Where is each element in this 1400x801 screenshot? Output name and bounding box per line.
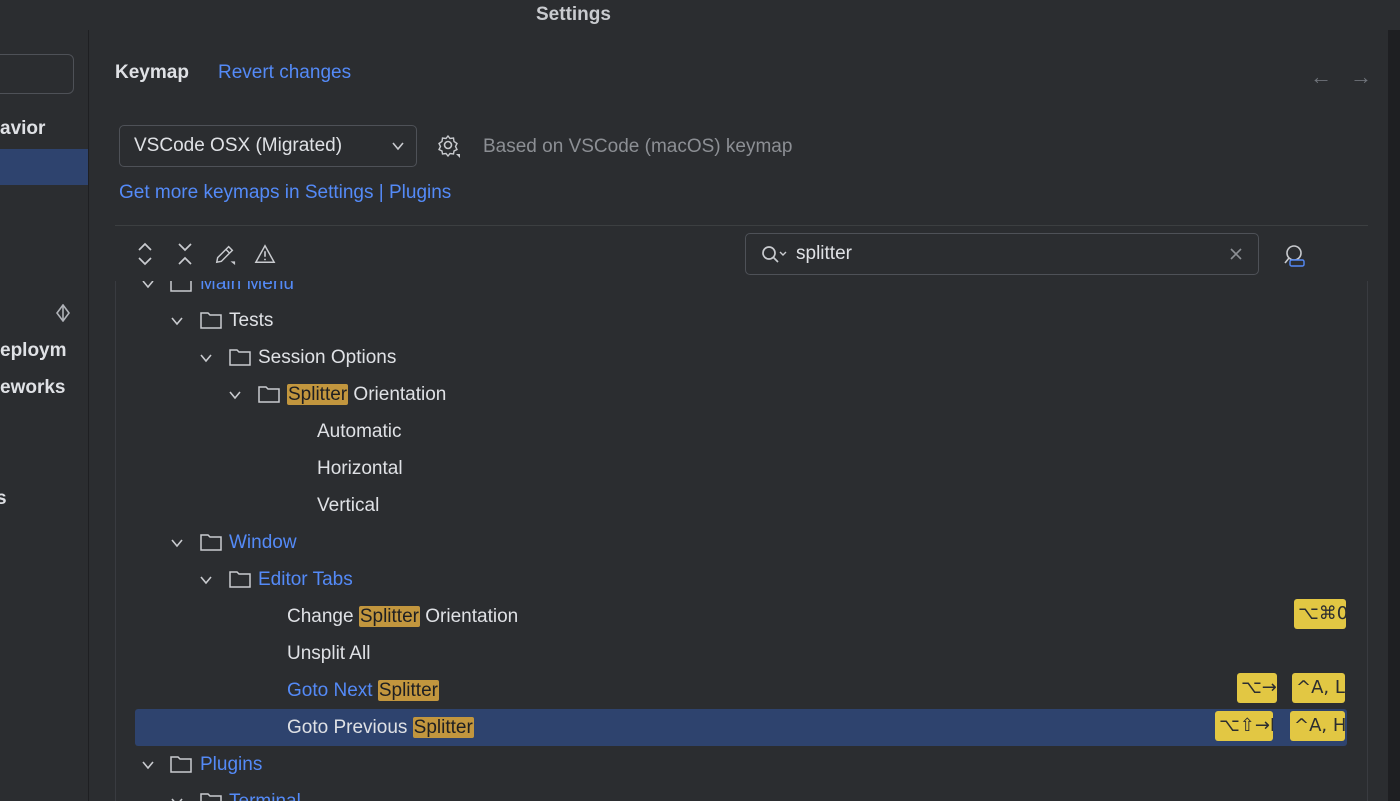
- tree-label: Horizontal: [317, 458, 403, 479]
- folder-icon: [200, 534, 222, 551]
- tree-label: Plugins: [200, 754, 263, 775]
- keymap-action-tree[interactable]: Main Menu Tests Session Options Splitter…: [115, 281, 1368, 801]
- chevron-down-icon[interactable]: [200, 352, 212, 364]
- window-title: Settings: [536, 4, 611, 25]
- keymap-based-on: Based on VSCode (macOS) keymap: [483, 136, 793, 157]
- forward-arrow-icon[interactable]: →: [1350, 64, 1372, 89]
- sidebar-item-keymap-selected[interactable]: [0, 149, 88, 185]
- folder-icon: [229, 349, 251, 366]
- tree-label: Terminal: [229, 791, 301, 801]
- shortcut-badge: ^A, H: [1290, 711, 1345, 741]
- tree-row-splitter-orientation[interactable]: Splitter Orientation: [116, 376, 1367, 413]
- plugin-update-icon: [56, 304, 70, 322]
- tree-label: Automatic: [317, 421, 402, 442]
- keymap-search-field[interactable]: [745, 233, 1259, 275]
- sidebar-item-build-deployment[interactable]: eploym: [0, 340, 67, 361]
- search-match-highlight: Splitter: [377, 680, 439, 701]
- folder-icon: [170, 756, 192, 773]
- tree-row-session-options[interactable]: Session Options: [116, 339, 1367, 376]
- settings-sidebar: avior eploym eworks s: [0, 30, 89, 801]
- tree-label: Editor Tabs: [258, 569, 353, 590]
- shortcut-badge: ^A, L: [1292, 673, 1345, 703]
- tree-row-goto-next-splitter[interactable]: Goto Next Splitter ⌥→I ^A, L: [116, 672, 1367, 709]
- tree-row-main-menu[interactable]: Main Menu: [116, 281, 1367, 302]
- warning-icon[interactable]: [254, 242, 276, 266]
- tree-label: Splitter Orientation: [287, 384, 447, 405]
- tree-label: Goto Previous Splitter: [287, 717, 474, 738]
- sidebar-item-behavior[interactable]: avior: [0, 118, 46, 139]
- tree-label: Main Menu: [200, 281, 294, 294]
- tree-label: Unsplit All: [287, 643, 371, 664]
- tree-label: Change Splitter Orientation: [287, 606, 519, 627]
- close-icon[interactable]: [1228, 246, 1244, 262]
- folder-icon: [200, 793, 222, 801]
- window-title-bar: Settings: [0, 0, 1400, 30]
- tree-row-goto-previous-splitter[interactable]: Goto Previous Splitter ⌥⇧→I ^A, H: [135, 709, 1347, 746]
- gear-icon[interactable]: [437, 134, 461, 158]
- tree-row-terminal[interactable]: Terminal: [116, 783, 1367, 801]
- tree-label: Goto Next Splitter: [287, 680, 439, 701]
- sidebar-item-frameworks[interactable]: eworks: [0, 377, 66, 398]
- search-input[interactable]: [796, 242, 1216, 266]
- chevron-down-icon[interactable]: [142, 759, 154, 771]
- chevron-down-icon[interactable]: [142, 281, 154, 290]
- search-match-highlight: Splitter: [358, 606, 420, 627]
- search-match-highlight: Splitter: [287, 384, 349, 405]
- editor-edge: [1388, 30, 1400, 801]
- search-icon[interactable]: [760, 244, 788, 266]
- search-match-highlight: Splitter: [412, 717, 474, 738]
- chevron-down-icon[interactable]: [171, 315, 183, 327]
- shortcut-badge: ⌥⌘0: [1294, 599, 1346, 629]
- tree-row-automatic[interactable]: Automatic: [116, 413, 1367, 450]
- folder-icon: [258, 386, 280, 403]
- page-title: Keymap: [115, 62, 189, 83]
- tree-label: Session Options: [258, 347, 397, 368]
- chevron-down-icon[interactable]: [200, 574, 212, 586]
- get-more-keymaps-link[interactable]: Get more keymaps in Settings | Plugins: [119, 182, 452, 203]
- chevron-down-icon: [392, 142, 404, 151]
- tree-row-unsplit-all[interactable]: Unsplit All: [116, 635, 1367, 672]
- back-arrow-icon[interactable]: ←: [1310, 64, 1332, 89]
- tree-label: Vertical: [317, 495, 380, 516]
- tree-row-tests[interactable]: Tests: [116, 302, 1367, 339]
- edit-icon[interactable]: [214, 242, 236, 266]
- divider: [115, 225, 1368, 226]
- find-by-shortcut-icon[interactable]: [1282, 243, 1306, 267]
- folder-icon: [170, 281, 192, 292]
- tree-label: Tests: [229, 310, 274, 331]
- tree-row-window[interactable]: Window: [116, 524, 1367, 561]
- collapse-all-icon[interactable]: [174, 242, 196, 266]
- expand-all-icon[interactable]: [134, 242, 156, 266]
- sidebar-search-input[interactable]: [0, 54, 74, 94]
- chevron-down-icon[interactable]: [229, 389, 241, 401]
- chevron-down-icon[interactable]: [171, 537, 183, 549]
- tree-label: Window: [229, 532, 297, 553]
- shortcut-badge: ⌥⇧→I: [1215, 711, 1273, 741]
- tree-row-editor-tabs[interactable]: Editor Tabs: [116, 561, 1367, 598]
- keymap-select[interactable]: VSCode OSX (Migrated): [119, 125, 417, 167]
- keymap-select-value: VSCode OSX (Migrated): [134, 135, 343, 156]
- sidebar-item-tools[interactable]: s: [0, 488, 7, 510]
- tree-row-plugins[interactable]: Plugins: [116, 746, 1367, 783]
- folder-icon: [229, 571, 251, 588]
- tree-row-vertical[interactable]: Vertical: [116, 487, 1367, 524]
- tree-row-horizontal[interactable]: Horizontal: [116, 450, 1367, 487]
- folder-icon: [200, 312, 222, 329]
- tree-row-change-splitter-orientation[interactable]: Change Splitter Orientation ⌥⌘0: [116, 598, 1367, 635]
- revert-changes-link[interactable]: Revert changes: [218, 62, 352, 83]
- shortcut-badge: ⌥→I: [1237, 673, 1277, 703]
- chevron-down-icon[interactable]: [171, 796, 183, 801]
